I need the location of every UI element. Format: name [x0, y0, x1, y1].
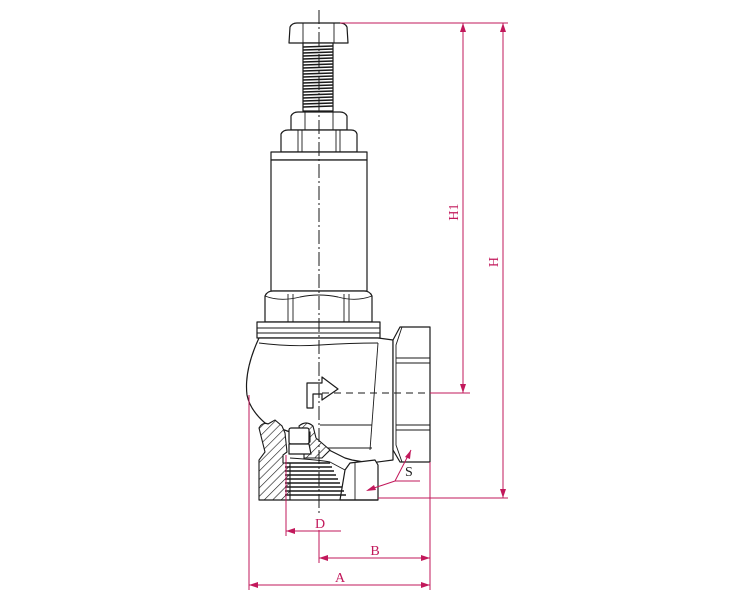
dimension-h-label: H — [487, 257, 502, 267]
adjusting-screw-thread — [302, 42, 334, 112]
dimension-b-label: B — [370, 544, 379, 559]
dimension-a: A — [249, 571, 430, 588]
inlet-hex — [339, 459, 379, 501]
dimension-d-label: D — [315, 517, 325, 532]
valve-seat — [288, 427, 310, 445]
dimension-h: H — [487, 23, 506, 498]
inlet-internal-thread — [285, 462, 346, 496]
dimension-h1-label: H1 — [447, 203, 462, 220]
dimension-s-label: S — [405, 465, 413, 480]
outlet-hex — [392, 326, 431, 463]
valve-assembly — [245, 10, 431, 514]
dimension-d: D — [286, 517, 341, 534]
dimension-annotations: H1 H D B — [248, 22, 508, 590]
dimension-s: S — [366, 449, 420, 491]
bonnet-hex — [280, 129, 358, 153]
dimension-b: B — [319, 544, 430, 561]
dimension-a-label: A — [335, 571, 346, 586]
dimension-h1: H1 — [447, 23, 466, 393]
